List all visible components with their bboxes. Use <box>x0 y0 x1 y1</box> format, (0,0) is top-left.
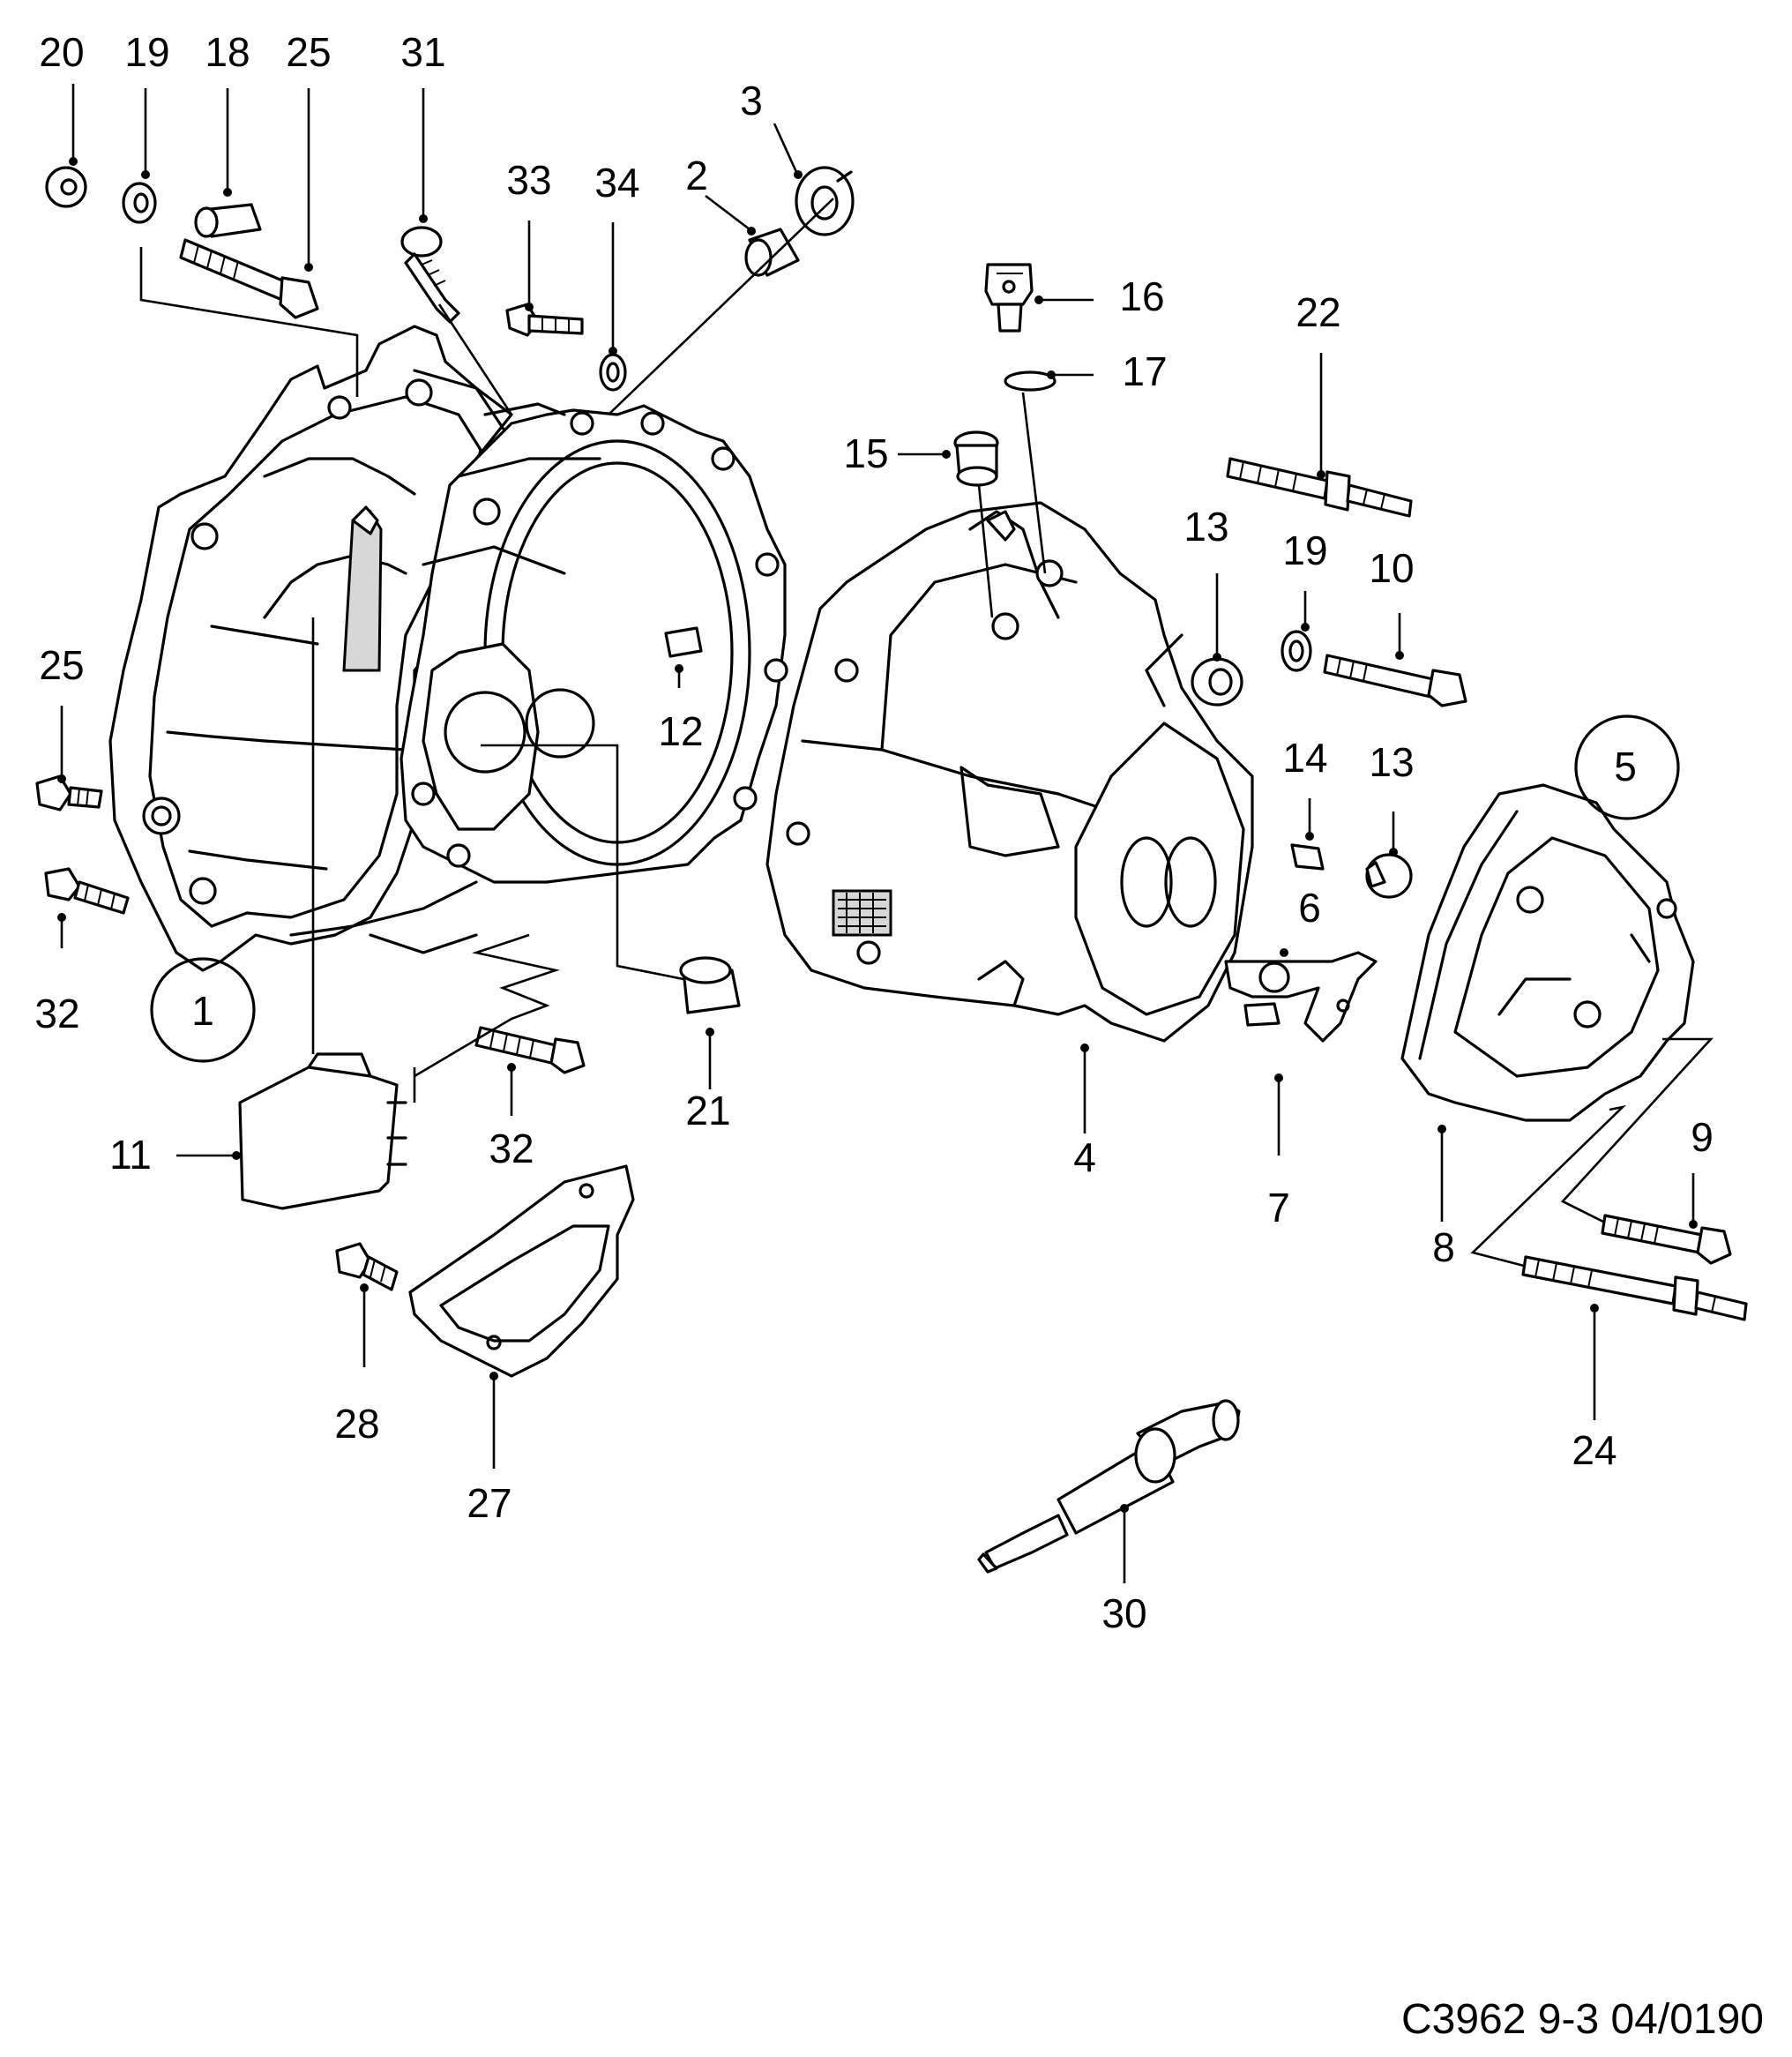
callout-18: 18 <box>205 29 250 75</box>
callout-31: 31 <box>400 29 445 75</box>
callout-circle-1 <box>150 957 256 1063</box>
callout-25a: 25 <box>286 29 331 75</box>
callout-labels: 20 19 18 25 31 3 2 33 34 16 17 15 22 13 … <box>34 29 1713 1636</box>
sleeve-18 <box>194 203 262 238</box>
callout-28: 28 <box>334 1401 379 1447</box>
callout-32b: 32 <box>489 1126 534 1171</box>
plate-27 <box>408 1164 635 1378</box>
callout-30: 30 <box>1101 1590 1146 1636</box>
bushing-2 <box>744 228 800 277</box>
callout-34: 34 <box>594 160 639 206</box>
pin-12 <box>664 626 703 658</box>
callout-4: 4 <box>1073 1134 1096 1180</box>
nut-20 <box>45 166 87 208</box>
grommet-13a <box>1191 657 1243 707</box>
callout-1: 1 <box>191 988 214 1034</box>
callout-25b: 25 <box>39 642 84 688</box>
callout-16: 16 <box>1119 273 1164 319</box>
bolt-10 <box>1323 654 1467 707</box>
bolt-33 <box>505 303 584 337</box>
bolt-25b <box>35 774 103 812</box>
callout-5: 5 <box>1614 744 1637 789</box>
bell-housing-flange <box>399 402 788 884</box>
callout-9: 9 <box>1691 1114 1714 1160</box>
callout-10: 10 <box>1369 545 1414 591</box>
callout-12: 12 <box>658 708 703 754</box>
bolt-28 <box>335 1242 399 1291</box>
rear-cover <box>1400 783 1695 1122</box>
callout-14: 14 <box>1282 735 1327 781</box>
callout-7: 7 <box>1267 1185 1290 1230</box>
callout-8: 8 <box>1432 1224 1455 1270</box>
gearbox-casing <box>765 501 1254 1043</box>
callout-24: 24 <box>1572 1427 1617 1473</box>
callout-13a: 13 <box>1183 504 1228 550</box>
callout-3: 3 <box>740 78 763 123</box>
callout-20: 20 <box>39 29 84 75</box>
washer-19a <box>122 182 157 224</box>
callout-19b: 19 <box>1282 527 1327 573</box>
seal-3 <box>795 166 855 236</box>
stud-24 <box>1521 1255 1748 1321</box>
stud-22 <box>1226 457 1413 518</box>
bolt-25a <box>179 238 319 319</box>
callout-33: 33 <box>506 157 551 203</box>
plug-15 <box>953 430 999 487</box>
washer-34 <box>599 353 627 392</box>
bolt-32a <box>44 867 130 915</box>
pin-14 <box>1290 843 1325 871</box>
washer-19b <box>1281 630 1312 672</box>
bolt-32b <box>474 1026 586 1074</box>
bushing-21 <box>679 956 741 1014</box>
sealant-tube-30 <box>977 1399 1241 1574</box>
callout-6: 6 <box>1298 885 1321 931</box>
bracket-7 <box>1224 951 1378 1043</box>
callout-circle-5 <box>1574 714 1680 820</box>
callout-15: 15 <box>843 430 888 476</box>
block-11 <box>238 1052 407 1210</box>
grommet-13b <box>1365 853 1413 899</box>
callout-32a: 32 <box>34 991 79 1036</box>
small-parts <box>35 166 1748 1574</box>
reference-code: C3962 9-3 04/0190 <box>1401 1996 1764 2043</box>
bolt-31 <box>400 226 460 324</box>
callout-19a: 19 <box>124 29 169 75</box>
callout-21: 21 <box>685 1088 730 1133</box>
callout-2: 2 <box>685 153 708 198</box>
callout-13b: 13 <box>1369 739 1414 785</box>
callout-11: 11 <box>109 1132 152 1178</box>
callout-17: 17 <box>1122 348 1167 394</box>
o-ring-17 <box>1004 370 1057 392</box>
bolt-9 <box>1601 1214 1732 1265</box>
callout-27: 27 <box>467 1480 511 1526</box>
leader-lines <box>57 84 1714 1583</box>
callout-22: 22 <box>1295 289 1340 335</box>
sensor-16 <box>984 263 1034 333</box>
